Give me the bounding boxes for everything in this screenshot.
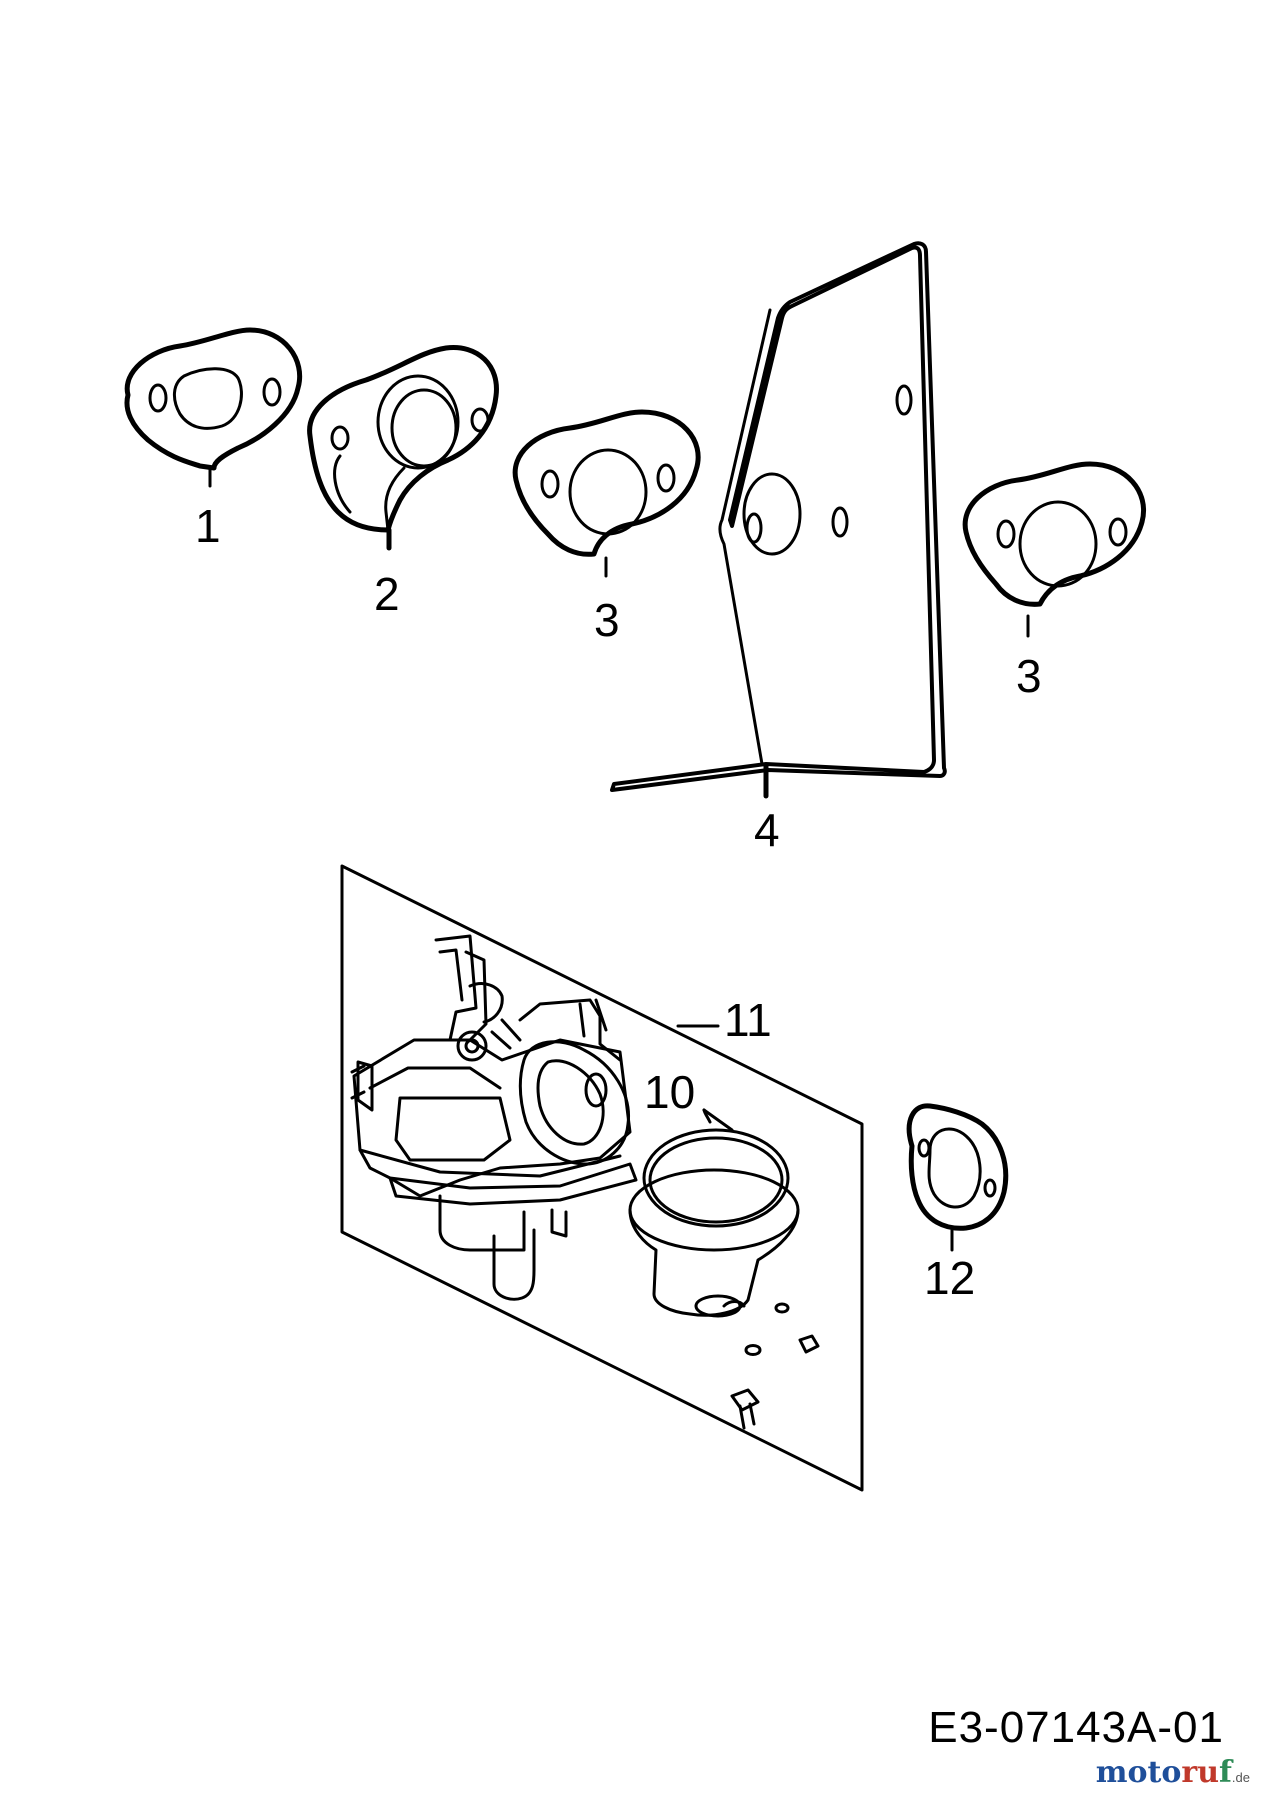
carburetor-body — [350, 934, 638, 1301]
callout-3a: 3 — [594, 594, 620, 646]
part-3-gasket-b — [962, 461, 1146, 638]
callout-10: 10 — [644, 1066, 695, 1118]
drawing-code: E3-07143A-01 — [928, 1703, 1224, 1752]
float-bowl — [628, 1168, 800, 1318]
part-10-bowl-gasket — [642, 1108, 790, 1228]
watermark-tld: .de — [1231, 1770, 1250, 1785]
part-3-gasket-a — [512, 409, 701, 578]
part-11-carburetor-kit — [340, 864, 864, 1492]
callout-4: 4 — [754, 804, 780, 856]
part-2-spacer — [307, 345, 499, 551]
callout-2: 2 — [374, 568, 400, 620]
callout-1: 1 — [195, 500, 221, 552]
part-1-gasket — [124, 327, 302, 488]
callout-12: 12 — [924, 1252, 975, 1304]
callout-11: 11 — [724, 994, 772, 1046]
part-4-heat-shield — [610, 241, 947, 799]
part-12-gasket — [906, 1103, 1009, 1252]
callout-3b: 3 — [1016, 650, 1042, 702]
carburetor-screws — [730, 1302, 820, 1430]
watermark-logo: motoruf.de — [1095, 1755, 1250, 1790]
